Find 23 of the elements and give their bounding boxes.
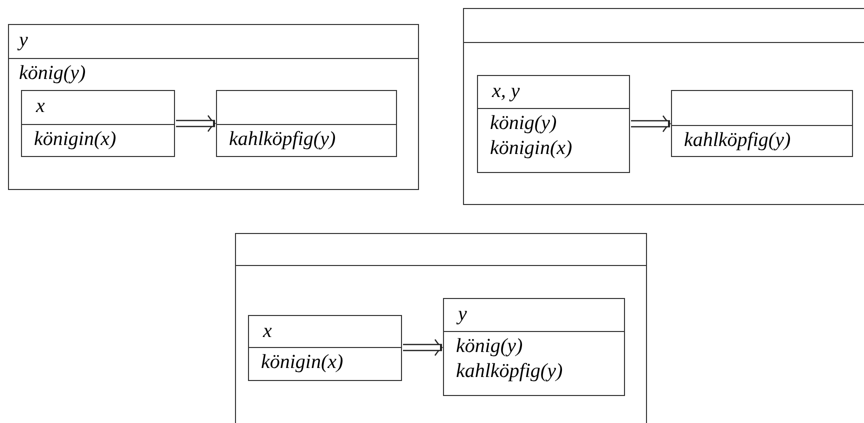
drs-box bbox=[477, 75, 630, 173]
drs-box bbox=[216, 90, 397, 157]
formula-text: königin(x) bbox=[490, 136, 572, 161]
drs-box bbox=[463, 8, 864, 205]
formula-text: königin(x) bbox=[34, 127, 116, 152]
formula-text: y bbox=[19, 28, 28, 53]
formula-text: x bbox=[36, 94, 45, 119]
formula-text: kahlköpfig(y) bbox=[456, 359, 563, 384]
drs-box bbox=[443, 298, 625, 396]
formula-text: x, y bbox=[492, 79, 520, 104]
drs-box bbox=[235, 233, 647, 423]
formula-text: kahlköpfig(y) bbox=[229, 127, 336, 152]
formula-text: y bbox=[458, 302, 467, 327]
drs-box bbox=[671, 90, 853, 157]
formula-text: könig(y) bbox=[19, 61, 86, 86]
formula-text: x bbox=[263, 319, 272, 344]
formula-text: könig(y) bbox=[456, 334, 523, 359]
drs-box bbox=[8, 24, 419, 190]
formula-text: könig(y) bbox=[490, 111, 557, 136]
formula-text: kahlköpfig(y) bbox=[684, 128, 791, 153]
drs-box bbox=[248, 315, 402, 381]
drs-box bbox=[21, 90, 175, 157]
formula-text: königin(x) bbox=[261, 350, 344, 375]
